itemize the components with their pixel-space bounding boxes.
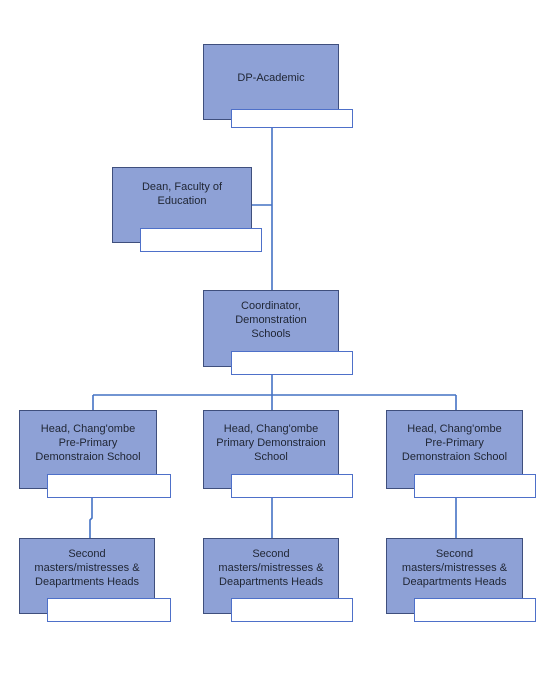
node-dean-faculty-label: Dean, Faculty of Education [141,181,223,207]
node-head-right-subbox[interactable] [414,474,536,498]
node-head-middle-label: Head, Chang'ombe Primary Demonstraion Sc… [216,423,326,463]
node-head-left-subbox[interactable] [47,474,171,498]
node-dp-academic-label: DP-Academic [237,72,305,84]
node-coordinator-subbox[interactable] [231,351,353,375]
node-head-left-label: Head, Chang'ombe Pre-Primary Demonstraio… [35,423,141,463]
node-second-middle-subbox[interactable] [231,598,353,622]
node-second-left-subbox[interactable] [47,598,171,622]
connector-head-left-to-second [89,498,93,538]
node-head-right-label: Head, Chang'ombe Pre-Primary Demonstraio… [401,423,508,463]
node-second-left-label: Second masters/mistresses & Deapartments… [34,548,140,588]
node-head-middle-subbox[interactable] [231,474,353,498]
node-coordinator-label: Coordinator, Demonstration Schools [235,300,307,340]
node-dp-academic-subbox[interactable] [231,109,353,128]
node-second-right-subbox[interactable] [414,598,536,622]
node-second-middle-label: Second masters/mistresses & Deapartments… [218,548,324,588]
node-second-right-label: Second masters/mistresses & Deapartments… [401,548,508,588]
node-dean-faculty-subbox[interactable] [140,228,262,252]
